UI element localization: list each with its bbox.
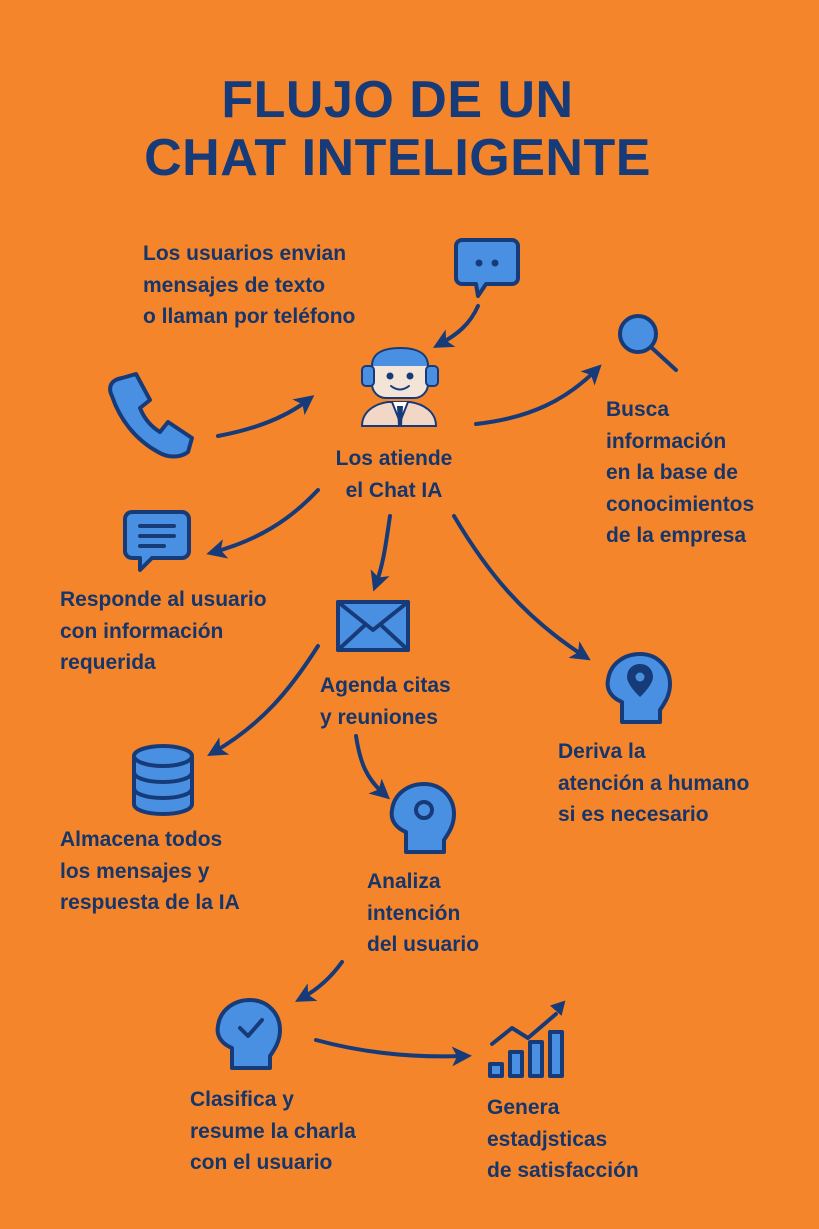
robot-agent-icon xyxy=(360,346,439,427)
node-respond: Responde al usuario con información requ… xyxy=(60,588,267,674)
message-icon xyxy=(123,510,191,572)
database-icon xyxy=(132,744,194,816)
envelope-icon xyxy=(336,600,410,652)
arrow-analyze-to-classify xyxy=(295,960,344,1002)
node-stats: Genera estadjsticas de satisfacción xyxy=(487,1096,639,1182)
arrow-bot-to-respond xyxy=(206,488,320,559)
phone-icon xyxy=(108,372,194,459)
node-store: Almacena todos los mensajes y respuesta … xyxy=(60,828,240,914)
head-brain-icon xyxy=(389,782,456,854)
arrow-bubble-to-bot xyxy=(433,304,480,348)
head-check-icon xyxy=(215,998,282,1070)
arrow-schedule-to-store xyxy=(207,644,320,757)
chat-bubble-icon xyxy=(454,238,520,298)
magnifier-icon xyxy=(618,314,678,372)
node-search: Busca información en la base de conocimi… xyxy=(606,398,755,547)
arrow-phone-to-bot xyxy=(216,395,315,438)
growth-chart-icon xyxy=(488,1000,566,1078)
node-analyze: Analiza intención del usuario xyxy=(367,870,480,956)
node-classify: Clasifica y resume la charla con el usua… xyxy=(190,1088,356,1174)
node-schedule: Agenda citas y reuniones xyxy=(320,674,451,729)
title-line-2: CHAT INTELIGENTE xyxy=(144,129,651,187)
node-chat-ia: Los atiende el Chat IA xyxy=(335,447,453,502)
title-line-1: FLUJO DE UN xyxy=(221,71,574,129)
arrow-bot-to-derive xyxy=(452,514,591,661)
node-derive: Deriva la atención a humano si es necesa… xyxy=(558,740,750,826)
head-location-icon xyxy=(605,652,672,724)
node-users-send: Los usuarios envian mensajes de texto o … xyxy=(143,242,356,328)
arrow-bot-to-search xyxy=(474,364,602,426)
arrow-classify-to-stats xyxy=(314,1038,472,1067)
arrow-schedule-to-analyze xyxy=(354,734,390,800)
arrow-bot-to-schedule xyxy=(370,514,392,592)
